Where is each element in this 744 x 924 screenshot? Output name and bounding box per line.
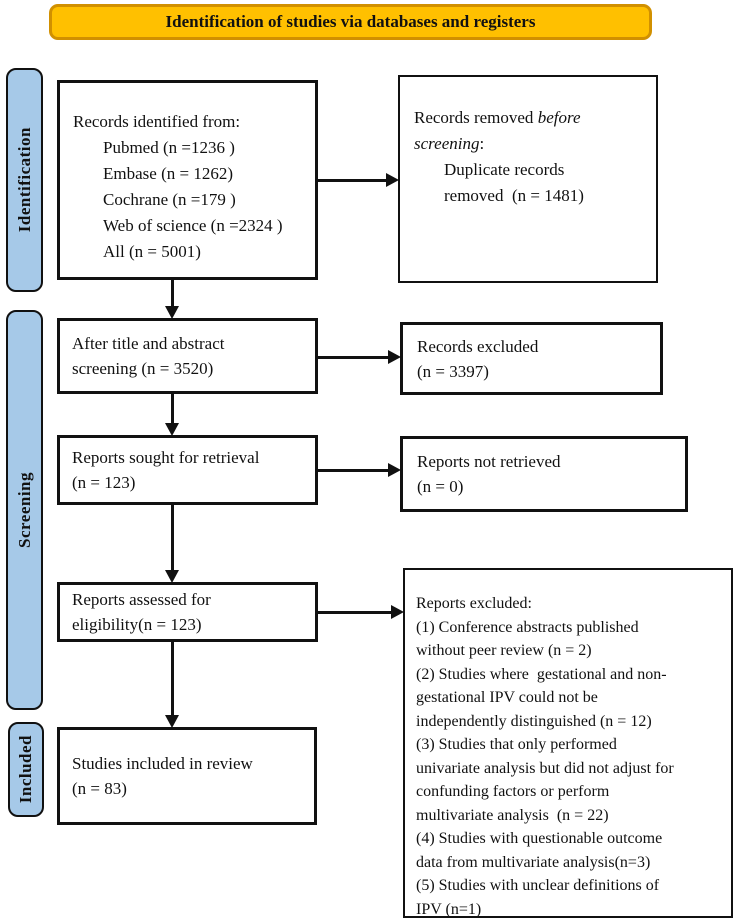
- records-excluded-line1: Records excluded: [417, 336, 539, 356]
- reports-sought-line2: (n = 123): [72, 473, 136, 492]
- studies-included-line1: Studies included in review: [72, 754, 253, 773]
- arrow-assessed-to-included: [171, 642, 174, 716]
- stage-label-included-text: Included: [16, 735, 35, 804]
- reports-excluded-reason-line: without peer review (n = 2): [416, 642, 592, 659]
- arrow-identified-to-title-abstract: [171, 280, 174, 307]
- box-records-identified: Records identified from: Pubmed (n =1236…: [57, 80, 318, 280]
- studies-included-line2: (n = 83): [72, 779, 127, 798]
- stage-label-identification: Identification: [6, 68, 43, 292]
- box-reports-sought: Reports sought for retrieval (n = 123): [57, 435, 318, 505]
- arrow-title-abstract-to-reports-sought: [171, 394, 174, 424]
- reports-excluded-reason-line: data from multivariate analysis(n=3): [416, 853, 651, 871]
- records-identified-item-embase: Embase (n = 1262): [103, 164, 233, 183]
- stage-label-screening-text: Screening: [14, 472, 34, 548]
- records-removed-line2: screening:: [414, 131, 648, 157]
- stage-label-identification-text: Identification: [14, 127, 34, 233]
- reports-excluded-reason-line: independently distinguished (n = 12): [416, 712, 652, 730]
- reports-excluded-reason-line: IPV (n=1): [416, 900, 482, 918]
- stage-label-screening: Screening: [6, 310, 43, 710]
- banner-title-text: Identification of studies via databases …: [165, 12, 536, 31]
- reports-sought-line1: Reports sought for retrieval: [72, 448, 260, 467]
- records-identified-item-web-of-science: Web of science (n =2324 ): [103, 216, 283, 235]
- reports-not-retrieved-line2: (n = 0): [417, 477, 464, 496]
- reports-excluded-reason-line: univariate analysis but did not adjust f…: [416, 759, 674, 777]
- reports-excluded-reason-line: multivariate analysis (n = 22): [416, 806, 609, 824]
- records-removed-line2-normal: :: [479, 134, 485, 153]
- reports-not-retrieved-line1: Reports not retrieved: [417, 452, 561, 471]
- reports-excluded-reason-line: (2) Studies where gestational and non-: [416, 665, 667, 683]
- arrow-assessed-to-reports-excluded: [318, 611, 392, 614]
- box-studies-included: Studies included in review (n = 83): [57, 727, 317, 825]
- box-reports-assessed: Reports assessed for eligibility(n = 123…: [57, 582, 318, 642]
- records-removed-line1: Records removed before: [414, 105, 648, 131]
- records-removed-line1-italic: before: [537, 108, 581, 127]
- reports-excluded-reason-line: (5) Studies with unclear definitions of: [416, 877, 660, 894]
- records-removed-detail-line2: removed (n = 1481): [444, 186, 584, 205]
- reports-assessed-line2: eligibility(n = 123): [72, 615, 202, 634]
- records-removed-detail-line1: Duplicate records: [444, 160, 565, 179]
- box-reports-not-retrieved: Reports not retrieved (n = 0): [400, 436, 688, 512]
- records-identified-item-cochrane: Cochrane (n =179 ): [103, 190, 236, 209]
- reports-excluded-reason-line: (4) Studies with questionable outcome: [416, 830, 663, 847]
- reports-excluded-reason-line: confunding factors or perform: [416, 783, 610, 800]
- records-identified-heading: Records identified from:: [73, 112, 241, 131]
- arrow-identified-to-records-removed: [318, 179, 387, 182]
- reports-excluded-title: Reports excluded:: [416, 595, 532, 612]
- title-abstract-line1: After title and abstract: [72, 334, 225, 353]
- records-removed-line1-normal: Records removed: [414, 108, 538, 127]
- reports-assessed-line1: Reports assessed for: [72, 590, 211, 609]
- reports-excluded-reason-line: (1) Conference abstracts published: [416, 618, 639, 636]
- reports-excluded-reason-line: gestational IPV could not be: [416, 689, 598, 706]
- records-removed-line2-italic: screening: [414, 134, 480, 153]
- arrow-reports-sought-to-not-retrieved: [318, 469, 389, 472]
- banner-title: Identification of studies via databases …: [49, 4, 652, 40]
- stage-label-included: Included: [8, 722, 44, 817]
- box-records-excluded: Records excluded (n = 3397): [400, 322, 663, 395]
- arrow-reports-sought-to-assessed: [171, 505, 174, 571]
- reports-excluded-reason-line: (3) Studies that only performed: [416, 736, 617, 753]
- box-records-removed: Records removed before screening: Duplic…: [398, 75, 658, 283]
- title-abstract-line2: screening (n = 3520): [72, 359, 214, 378]
- box-title-abstract-screening: After title and abstract screening (n = …: [57, 318, 318, 394]
- box-reports-excluded-reasons: Reports excluded: (1) Conference abstrac…: [403, 568, 733, 918]
- records-excluded-line2: (n = 3397): [417, 361, 489, 381]
- records-identified-item-pubmed: Pubmed (n =1236 ): [103, 138, 235, 157]
- arrow-title-abstract-to-records-excluded: [318, 356, 389, 359]
- records-identified-item-all: All (n = 5001): [103, 242, 201, 261]
